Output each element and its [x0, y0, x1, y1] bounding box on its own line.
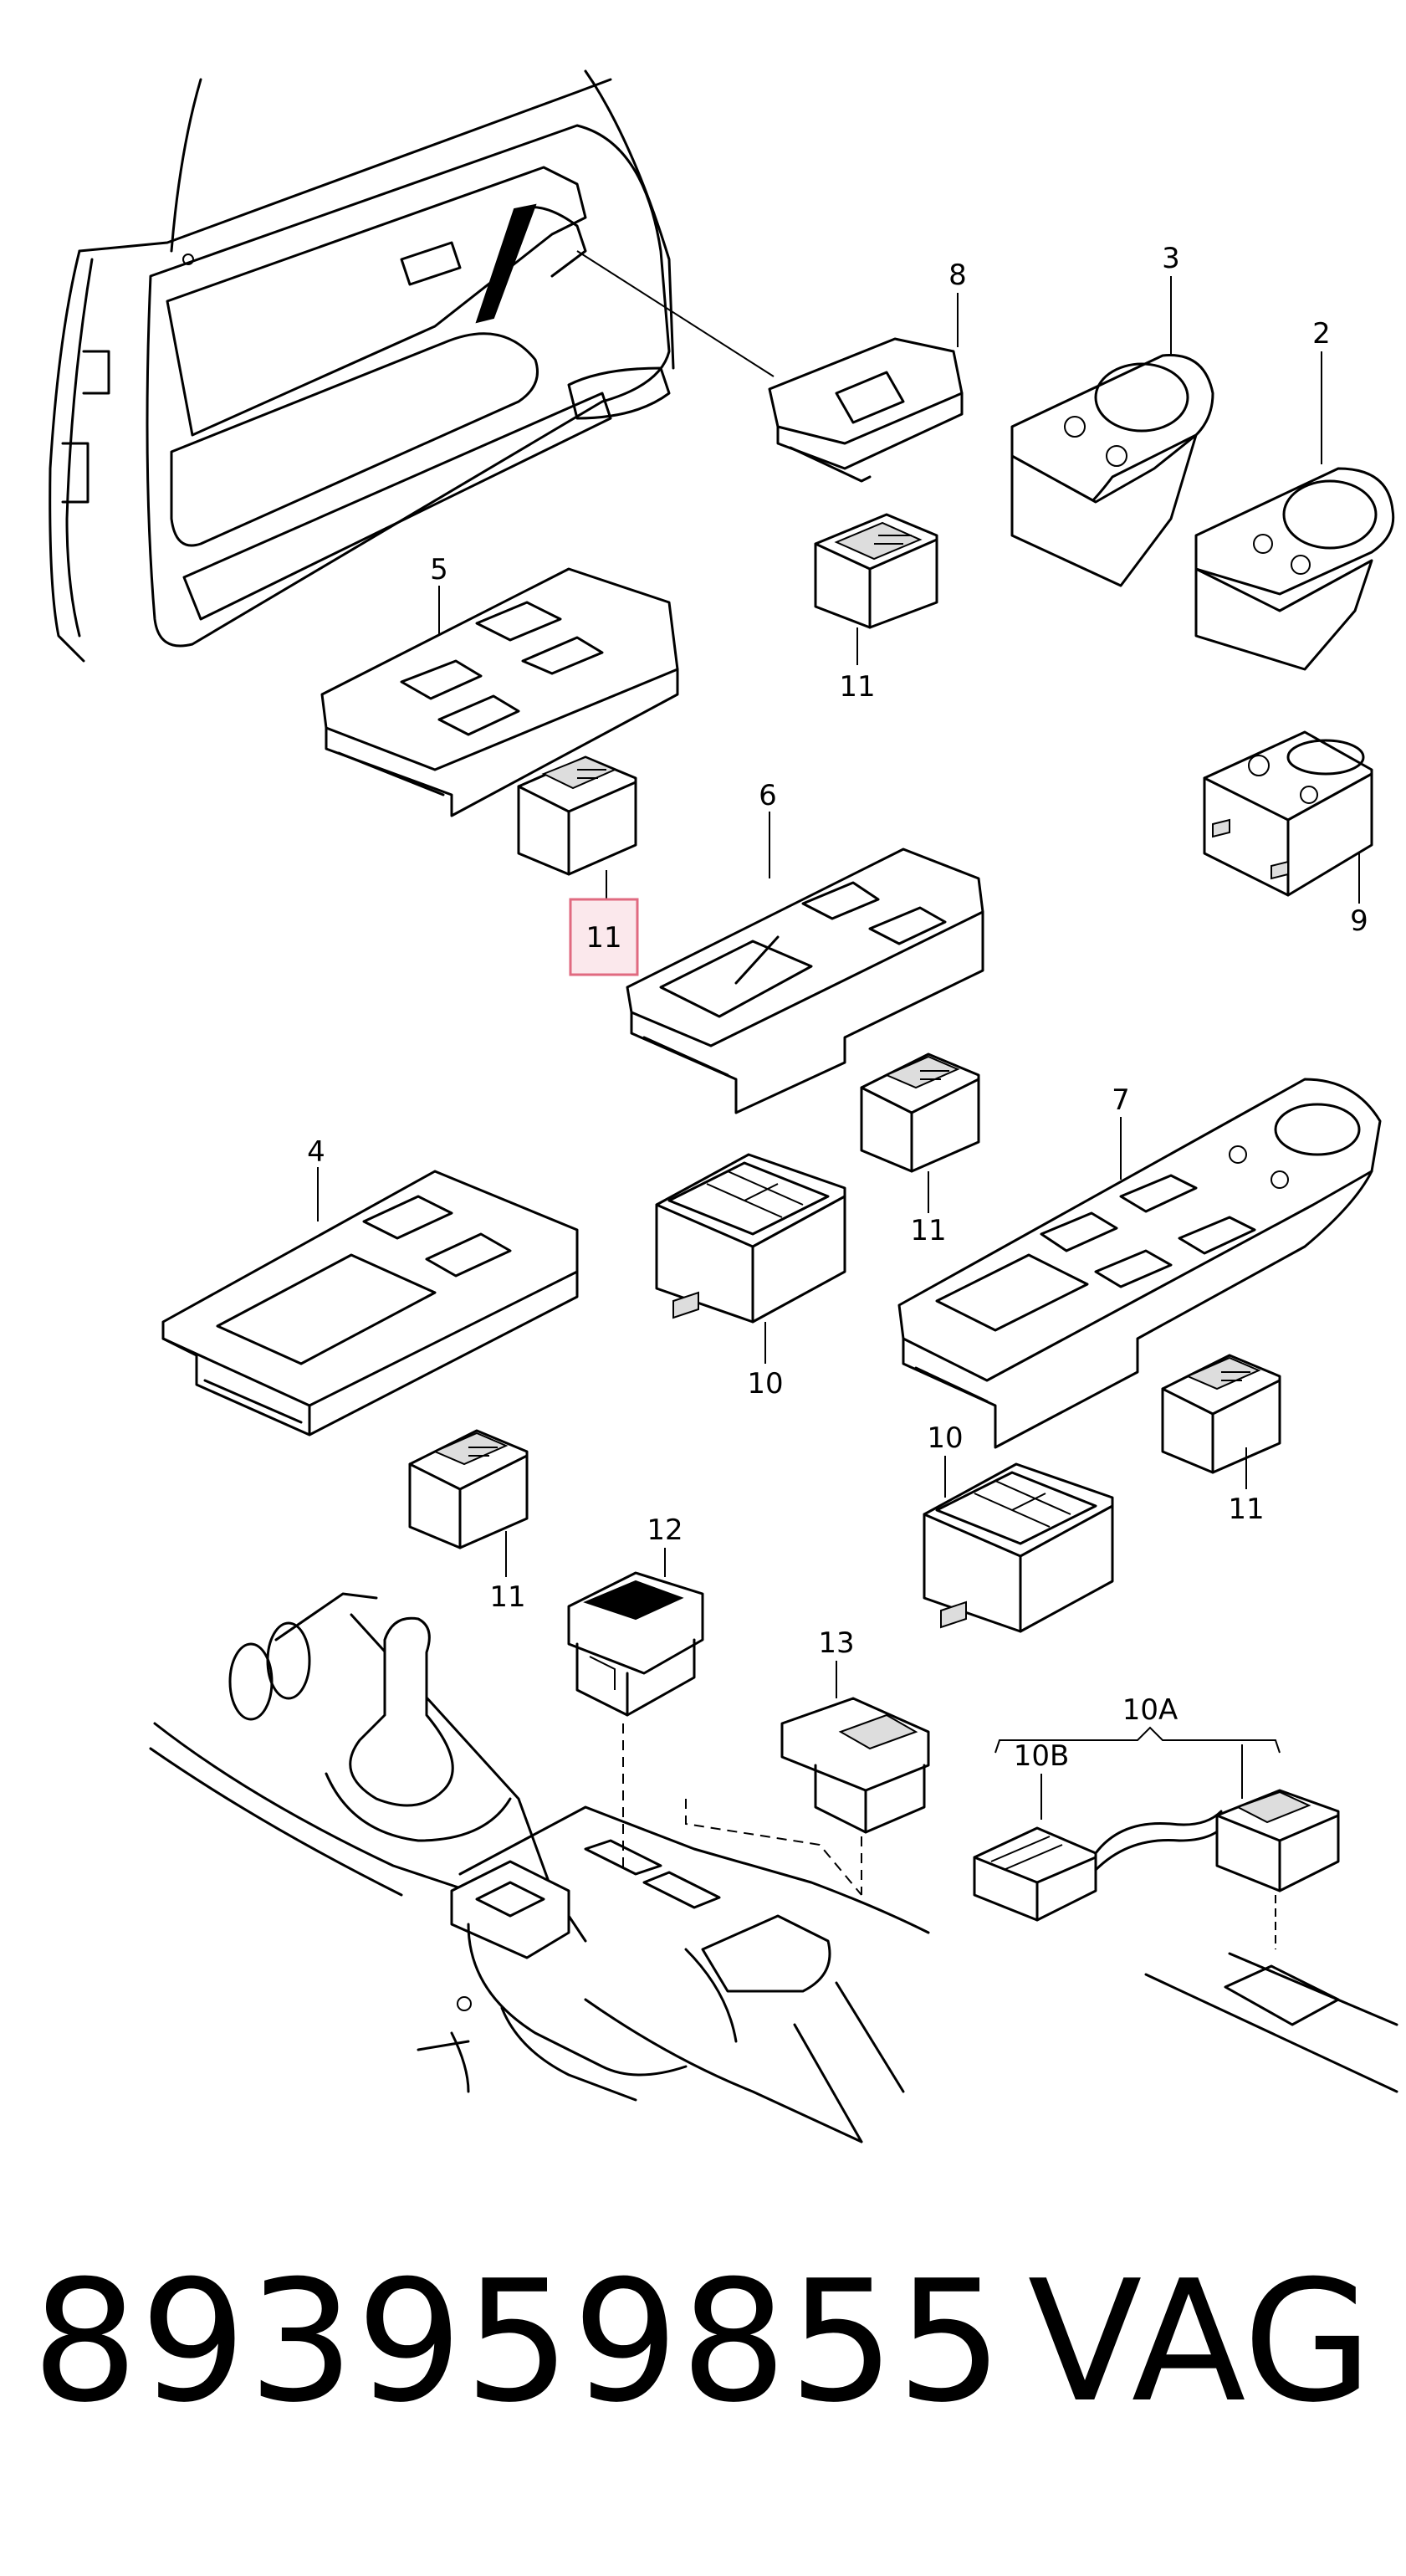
callout-9: 9 — [1350, 904, 1368, 938]
callout-11-c: 11 — [1228, 1493, 1264, 1526]
callout-10-b: 10 — [927, 1421, 963, 1455]
callout-10b: 10B — [1014, 1739, 1070, 1773]
part-11-switch-d — [408, 1429, 529, 1577]
centre-console-illustration — [149, 1592, 930, 2143]
callout-2: 2 — [1312, 317, 1331, 351]
callout-5: 5 — [430, 553, 448, 586]
callout-7: 7 — [1112, 1083, 1130, 1117]
callout-11-b: 11 — [910, 1214, 946, 1247]
diagram-svg: 8 3 2 5 11 11 6 9 4 7 11 10 11 10 11 12 … — [49, 69, 1398, 2143]
footer: 893959855 VAG — [0, 2259, 1406, 2510]
part-3-console-insert — [1010, 276, 1214, 587]
callout-10-a: 10 — [747, 1367, 783, 1401]
part-9-mirror-switch — [1203, 730, 1373, 904]
highlight-box — [569, 898, 639, 976]
callout-6: 6 — [759, 779, 777, 812]
part-12-switch — [567, 1548, 704, 1870]
part-7-window-switch-panel — [897, 1078, 1382, 1449]
part-4-window-switch-panel — [161, 1167, 579, 1437]
callout-11-d: 11 — [489, 1580, 525, 1614]
brand-name: VAG — [1027, 2245, 1373, 2440]
part-5-window-switch-panel — [320, 567, 679, 817]
callout-12: 12 — [647, 1513, 683, 1547]
part-10-switch-block-b — [923, 1456, 1114, 1633]
part-11-switch-b — [860, 1052, 980, 1213]
part-number: 893959855 — [32, 2245, 1005, 2440]
exploded-parts-diagram: 8 3 2 5 11 11 6 9 4 7 11 10 11 10 11 12 … — [49, 69, 1398, 2143]
callout-3: 3 — [1162, 242, 1180, 275]
callout-11-a: 11 — [839, 670, 875, 704]
part-11-switch-a — [814, 513, 938, 665]
callout-13: 13 — [818, 1626, 854, 1660]
part-10a-10b-harness — [973, 1726, 1398, 2093]
part-11-switch-highlighted — [517, 755, 639, 976]
part-11-switch-c — [1161, 1354, 1281, 1489]
callout-8: 8 — [948, 259, 967, 292]
part-2-console-insert — [1194, 351, 1395, 671]
callout-10a: 10A — [1122, 1693, 1178, 1727]
callout-4: 4 — [307, 1135, 325, 1169]
callout-11-highlighted: 11 — [585, 921, 621, 955]
part-10-switch-block-a — [655, 1153, 846, 1364]
callout-labels: 8 3 2 5 11 11 6 9 4 7 11 10 11 10 11 12 … — [307, 242, 1368, 1773]
door-panel-illustration — [49, 69, 775, 663]
part-6-window-switch-panel — [626, 812, 984, 1114]
part-8-switch-bezel — [768, 293, 964, 483]
part-13-switch — [685, 1661, 930, 1896]
